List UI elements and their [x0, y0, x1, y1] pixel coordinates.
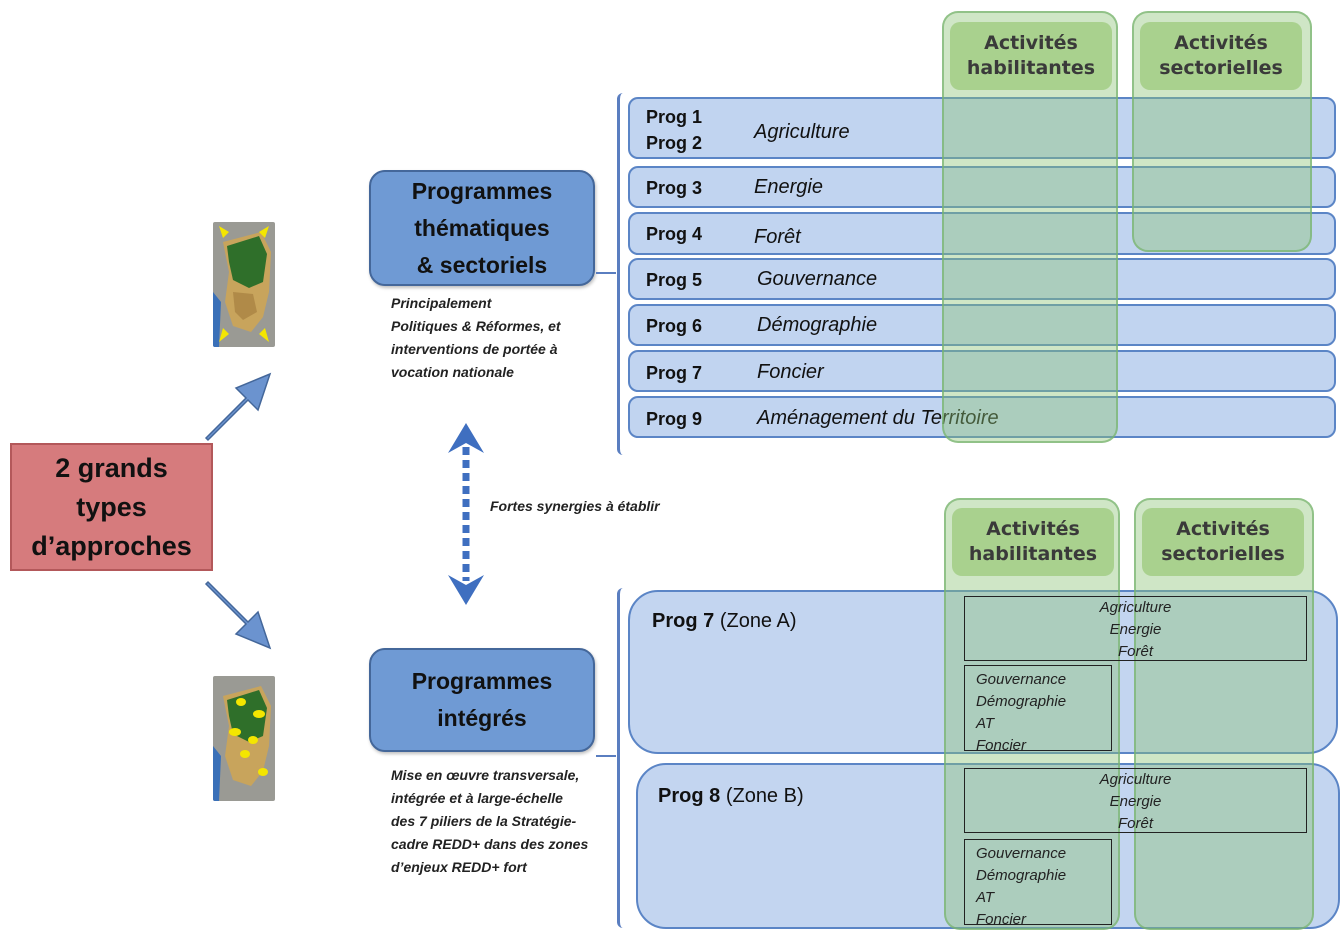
thematic-programmes-box: Programmes thématiques & sectoriels	[369, 170, 595, 286]
thematic-row-7-id: Prog 9	[646, 409, 703, 429]
thematic-row-6: Prog 7 Foncier	[628, 350, 1336, 392]
integrated-caption: Mise en œuvre transversale, intégrée et …	[391, 767, 589, 875]
zone-a-box: Prog 7 (Zone A)	[628, 590, 1338, 754]
thematic-row-2: Prog 3 Energie	[628, 166, 1336, 208]
integrated-programmes-box: Programmes intégrés	[369, 648, 595, 752]
thematic-row-4-name: Gouvernance	[757, 268, 878, 290]
thematic-connector	[596, 272, 616, 274]
zone-a-prog: Prog 7	[652, 610, 715, 632]
zone-b-title: Prog 8 (Zone B)	[658, 785, 804, 808]
thematic-row-1-name: Agriculture	[754, 121, 850, 143]
thematic-row-6-id: Prog 7	[646, 363, 703, 383]
thematic-row-5: Prog 6 Démographie	[628, 304, 1336, 346]
thematic-row-1-id: Prog 1 Prog 2	[646, 107, 703, 153]
thematic-caption: Principalement Politiques & Réformes, et…	[391, 295, 561, 380]
thematic-row-2-id: Prog 3	[646, 178, 703, 198]
thematic-row-7-name: Aménagement du Territoire	[757, 407, 999, 429]
synergy-label: Fortes synergies à établir	[490, 498, 660, 514]
thematic-bracket	[617, 93, 628, 455]
thematic-row-5-name: Démographie	[757, 314, 878, 336]
thematic-row-3: Prog 4 Forêt	[628, 212, 1336, 255]
sectoral-activities-header-top: Activités sectorielles	[1140, 22, 1302, 90]
synergy-double-arrow	[448, 423, 484, 605]
thematic-row-5-id: Prog 6	[646, 316, 703, 336]
thematic-row-7: Prog 9 Aménagement du Territoire	[628, 396, 1336, 438]
zone-b-zone: (Zone B)	[725, 785, 804, 807]
integrated-connector	[596, 755, 616, 757]
thematic-row-3-name: Forêt	[754, 226, 801, 248]
zone-a-enabling-list: Gouvernance Démographie AT Foncier	[964, 665, 1112, 751]
thematic-row-6-name: Foncier	[757, 361, 824, 383]
zone-a-title: Prog 7 (Zone A)	[652, 610, 797, 633]
enabling-activities-header-top: Activités habilitantes	[950, 22, 1112, 90]
zone-a-zone: (Zone A)	[719, 610, 797, 632]
map-national-image	[213, 222, 275, 347]
zone-a-sectoral-list: Agriculture Energie Forêt	[964, 596, 1307, 661]
approach-types-box: 2 grands types d’approches	[10, 443, 213, 571]
thematic-row-1: Prog 1 Prog 2 Agriculture	[628, 97, 1336, 159]
thematic-row-4-id: Prog 5	[646, 270, 703, 290]
arrow-to-integrated	[204, 580, 272, 650]
thematic-row-3-id: Prog 4	[646, 224, 703, 244]
zone-b-enabling-list: Gouvernance Démographie AT Foncier	[964, 839, 1112, 925]
arrow-to-thematic	[204, 372, 272, 442]
thematic-row-2-name: Energie	[754, 176, 823, 198]
map-zones-image	[213, 676, 275, 801]
zone-b-box: Prog 8 (Zone B)	[636, 763, 1340, 929]
zone-b-prog: Prog 8	[658, 785, 721, 807]
enabling-activities-header-bottom: Activités habilitantes	[952, 508, 1114, 576]
sectoral-activities-header-bottom: Activités sectorielles	[1142, 508, 1304, 576]
integrated-bracket	[617, 588, 628, 928]
thematic-row-4: Prog 5 Gouvernance	[628, 258, 1336, 300]
zone-b-sectoral-list: Agriculture Energie Forêt	[964, 768, 1307, 833]
